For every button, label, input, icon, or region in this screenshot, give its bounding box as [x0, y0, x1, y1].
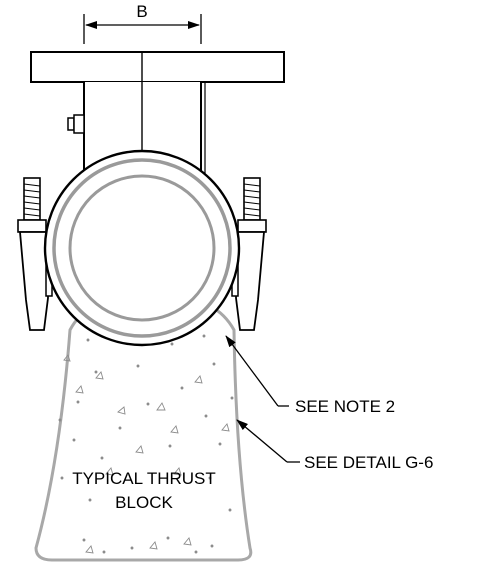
- block-label-line2: BLOCK: [115, 493, 173, 512]
- dimension-b: B: [83, 2, 202, 44]
- callout-see-note-2: SEE NOTE 2: [225, 335, 395, 416]
- pipe-section: [43, 149, 241, 347]
- callout-see-detail-g6-label: SEE DETAIL G-6: [304, 453, 433, 472]
- block-label-line1: TYPICAL THRUST: [72, 469, 216, 488]
- left-clamp-bolt: [17, 177, 53, 331]
- callout-see-note-2-label: SEE NOTE 2: [295, 397, 395, 416]
- callout-see-detail-g6: SEE DETAIL G-6: [236, 419, 433, 472]
- dimension-b-label: B: [136, 2, 147, 21]
- thrust-block: TYPICAL THRUST BLOCK: [34, 296, 253, 562]
- top-flange: [30, 51, 285, 83]
